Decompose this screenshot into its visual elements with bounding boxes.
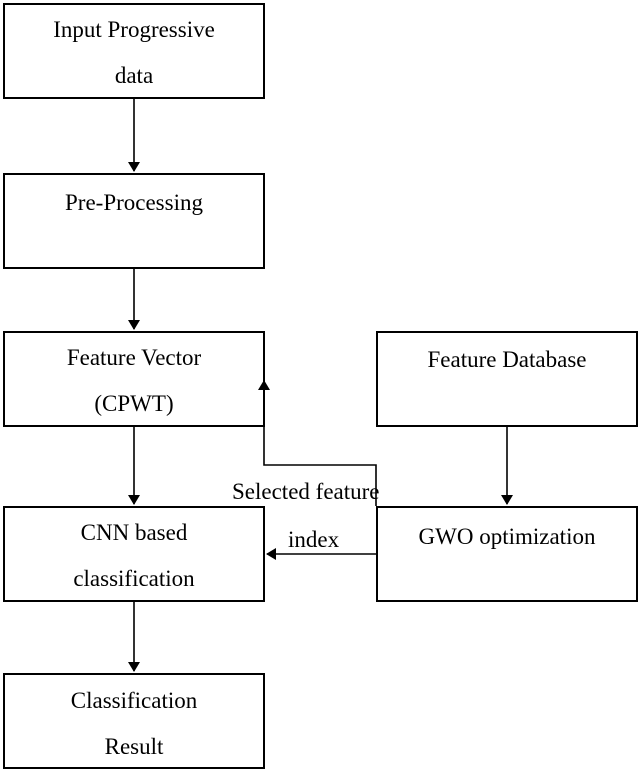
cnn-classification-line1: CNN based: [80, 520, 188, 545]
cnn-classification-label: CNN based classification: [3, 510, 265, 602]
gwo-optimization-box: [376, 506, 638, 602]
preprocessing-label: Pre-Processing: [3, 180, 265, 226]
classification-result-line2: Result: [104, 734, 164, 759]
preprocessing-box: [3, 173, 265, 269]
classification-result-label: Classification Result: [3, 678, 265, 770]
classification-result-line1: Classification: [70, 688, 198, 713]
input-data-label: Input Progressive data: [3, 7, 265, 99]
feature-database-box: [376, 331, 638, 427]
arrow-gwo-to-feature-vector: [258, 380, 377, 506]
classification-result-box: [3, 673, 265, 769]
feature-vector-label: Feature Vector (CPWT): [3, 335, 265, 427]
input-data-line2: data: [114, 63, 154, 88]
cnn-classification-box: [3, 506, 265, 602]
feature-database-line1: Feature Database: [427, 347, 587, 372]
feature-database-label: Feature Database: [376, 337, 638, 383]
input-data-line1: Input Progressive: [53, 17, 215, 42]
gwo-optimization-line1: GWO optimization: [418, 524, 596, 549]
cnn-classification-line2: classification: [73, 566, 195, 591]
preprocessing-line1: Pre-Processing: [65, 190, 203, 215]
feature-vector-line2: (CPWT): [94, 391, 174, 416]
feature-vector-line1: Feature Vector: [66, 345, 202, 370]
index-label: index: [288, 527, 340, 552]
feature-vector-box: [3, 331, 265, 427]
selected-feature-label: Selected feature: [232, 479, 380, 504]
gwo-optimization-label: GWO optimization: [376, 514, 638, 560]
input-data-box: [3, 3, 265, 99]
